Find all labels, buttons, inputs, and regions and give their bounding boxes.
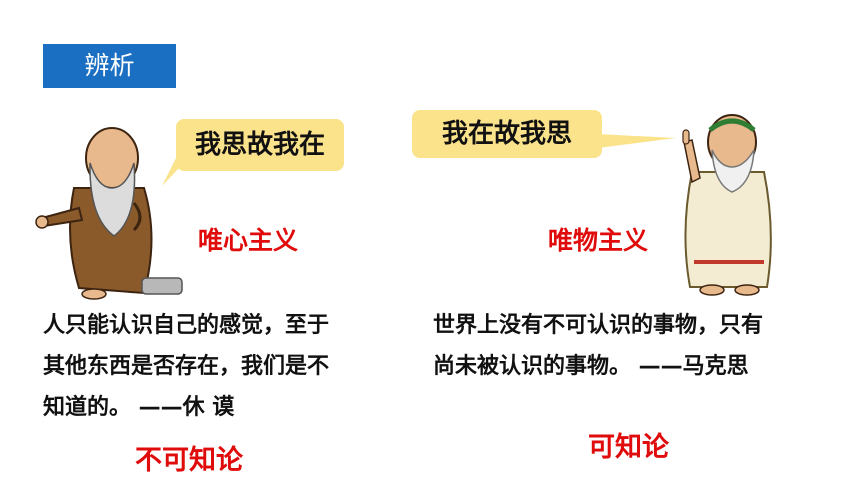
hume-quote-line-1: 人只能认识自己的感觉，至于 xyxy=(43,313,330,338)
marx-illustration xyxy=(682,114,772,296)
knowability-label: 可知论 xyxy=(588,432,669,463)
hume-illustration xyxy=(35,127,183,300)
speech-tail-right xyxy=(598,134,676,148)
speech-bubble-left: 我思故我在 xyxy=(176,119,344,171)
hume-quote-line-3: 知道的。 ——休 谟 xyxy=(43,395,235,420)
marx-quote: 世界上没有不可认识的事物，只有 尚未被认识的事物。 ——马克思 xyxy=(433,305,763,387)
idealism-label: 唯心主义 xyxy=(198,226,299,255)
marx-quote-line-2: 尚未被认识的事物。 ——马克思 xyxy=(433,354,749,379)
agnosticism-label: 不可知论 xyxy=(135,445,243,476)
materialism-label: 唯物主义 xyxy=(548,226,649,255)
hume-quote-line-2: 其他东西是否存在，我们是不 xyxy=(43,354,330,379)
speech-bubble-right: 我在故我思 xyxy=(412,110,602,158)
hume-quote: 人只能认识自己的感觉，至于 其他东西是否存在，我们是不 知道的。 ——休 谟 xyxy=(43,305,329,428)
marx-quote-line-1: 世界上没有不可认识的事物，只有 xyxy=(433,313,764,338)
section-tag: 辨析 xyxy=(43,44,176,88)
